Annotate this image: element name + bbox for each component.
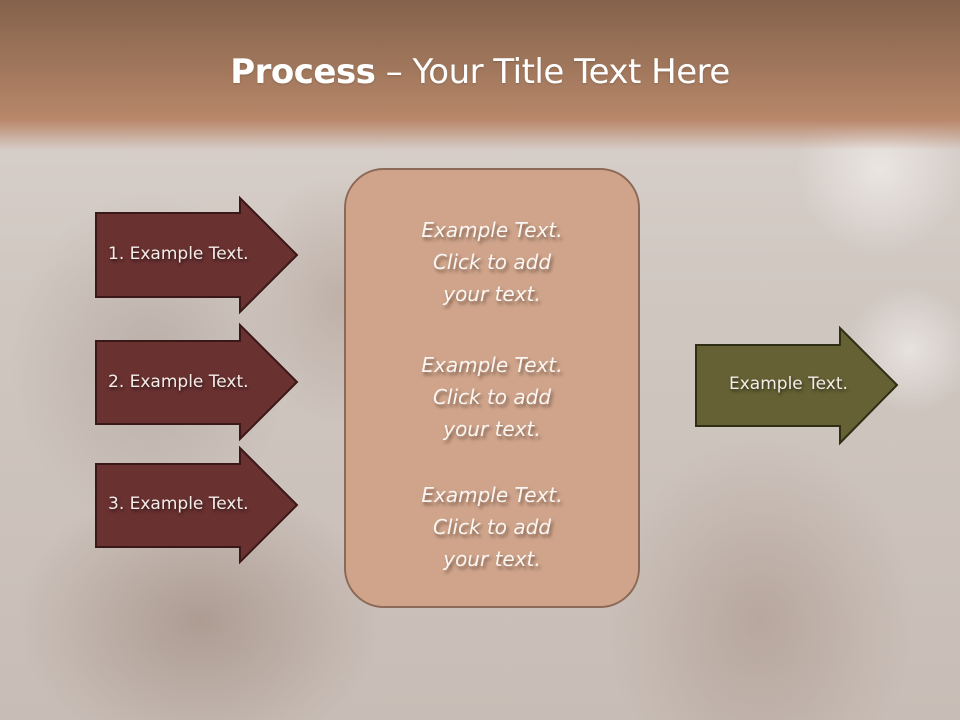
title-band	[0, 0, 960, 150]
text-block-3[interactable]: Example Text. Click to add your text.	[346, 479, 638, 575]
arrow-right-icon	[695, 325, 899, 446]
title-bold: Process	[230, 52, 376, 92]
step-arrow-1[interactable]: 1. Example Text.	[95, 195, 299, 315]
block-2-line-2: Click to add	[432, 385, 552, 409]
block-3-line-2: Click to add	[432, 515, 552, 539]
block-1-line-2: Click to add	[432, 250, 552, 274]
result-arrow[interactable]: Example Text.	[695, 325, 899, 446]
slide-title[interactable]: Process – Your Title Text Here	[0, 52, 960, 92]
text-block-2[interactable]: Example Text. Click to add your text.	[346, 349, 638, 445]
step-arrow-3[interactable]: 3. Example Text.	[95, 445, 299, 565]
block-3-line-1: Example Text.	[421, 483, 563, 507]
block-1-line-1: Example Text.	[421, 218, 563, 242]
arrow-right-icon	[95, 445, 299, 565]
step-1-label: 1. Example Text.	[108, 244, 249, 264]
text-block-1[interactable]: Example Text. Click to add your text.	[346, 214, 638, 310]
block-2-line-1: Example Text.	[421, 353, 563, 377]
center-text-box[interactable]: Example Text. Click to add your text. Ex…	[344, 168, 640, 608]
block-2-line-3: your text.	[443, 417, 541, 441]
title-rest: – Your Title Text Here	[375, 52, 731, 92]
block-1-line-3: your text.	[443, 282, 541, 306]
block-3-line-3: your text.	[443, 547, 541, 571]
result-label: Example Text.	[729, 374, 848, 394]
arrow-right-icon	[95, 322, 299, 442]
step-arrow-2[interactable]: 2. Example Text.	[95, 322, 299, 442]
step-2-label: 2. Example Text.	[108, 372, 249, 392]
arrow-right-icon	[95, 195, 299, 315]
step-3-label: 3. Example Text.	[108, 494, 249, 514]
